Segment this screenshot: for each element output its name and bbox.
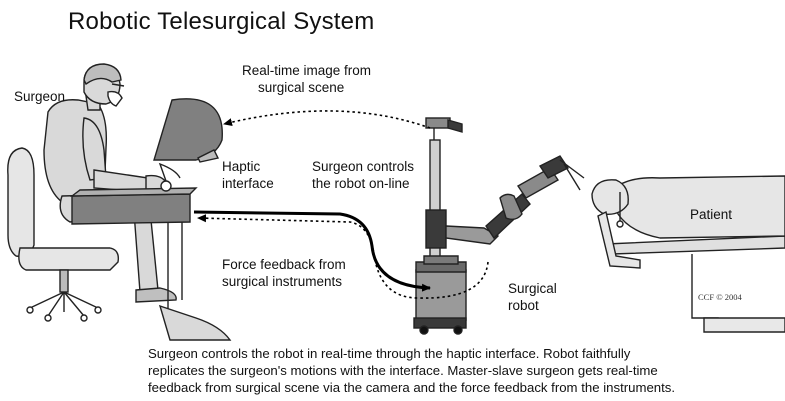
surgeon-label: Surgeon — [14, 88, 65, 105]
realtime-image-line-1: Real-time image from — [242, 62, 371, 79]
patient-illustration — [592, 176, 785, 332]
robot-line-2: robot — [508, 297, 557, 314]
image-feedback-arrow — [224, 111, 430, 128]
haptic-interface-label: Haptic interface — [222, 158, 274, 192]
robot-cart — [414, 118, 584, 334]
caption-line-1: Surgeon controls the robot in real-time … — [148, 345, 675, 362]
haptic-line-2: interface — [222, 175, 274, 192]
caption-line-2: replicates the surgeon's motions with th… — [148, 362, 675, 379]
monitor-illustration — [154, 99, 222, 162]
controls-line-1: Surgeon controls — [312, 158, 414, 175]
copyright-credit: CCF © 2004 — [698, 292, 742, 302]
surgeon-controls-label: Surgeon controls the robot on-line — [312, 158, 414, 192]
force-line-1: Force feedback from — [222, 256, 346, 273]
controls-line-2: the robot on-line — [312, 175, 414, 192]
surgical-robot-label: Surgical robot — [508, 280, 557, 314]
realtime-image-label: Real-time image from surgical scene — [242, 62, 371, 96]
haptic-line-1: Haptic — [222, 158, 274, 175]
figure-caption: Surgeon controls the robot in real-time … — [148, 345, 675, 396]
diagram-title: Robotic Telesurgical System — [68, 8, 374, 36]
caption-line-3: feedback from surgical scene via the cam… — [148, 379, 675, 396]
force-line-2: surgical instruments — [222, 273, 346, 290]
patient-label: Patient — [690, 206, 732, 223]
realtime-image-line-2: surgical scene — [258, 79, 371, 96]
force-feedback-label: Force feedback from surgical instruments — [222, 256, 346, 290]
robot-line-1: Surgical — [508, 280, 557, 297]
